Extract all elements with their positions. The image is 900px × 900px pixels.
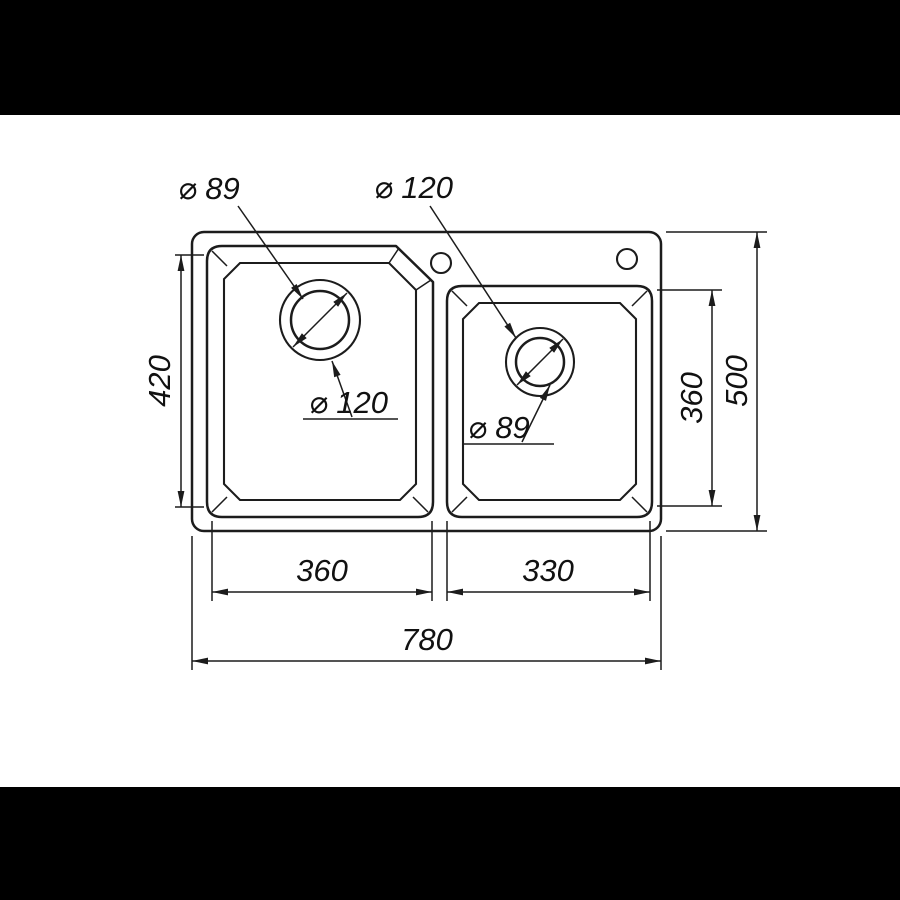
dimension-overall-width: 780 — [191, 536, 662, 670]
callout-dia89-left-label: ⌀ 89 — [178, 171, 240, 206]
callout-dia89-right-bowl-label: ⌀ 89 — [468, 410, 530, 445]
callout-dia89-left: ⌀ 89 — [178, 171, 304, 300]
faucet-hole-right — [615, 247, 639, 271]
letterbox-bottom — [0, 787, 900, 900]
right-drain — [504, 326, 576, 398]
callout-dia120-left-bowl: ⌀ 120 — [303, 360, 398, 420]
right-bowl — [445, 284, 654, 519]
dimension-overall-width-label: 780 — [401, 622, 453, 657]
faucet-holes — [429, 247, 639, 275]
dimension-left-bowl-width-label: 360 — [296, 553, 348, 588]
dimension-right-bowl-depth-label: 360 — [674, 372, 709, 424]
left-drain — [278, 278, 362, 362]
dimension-left-bowl-depth-label: 420 — [142, 355, 177, 407]
letterbox-top — [0, 0, 900, 115]
drawing-canvas — [0, 115, 900, 787]
callout-dia120-top-label: ⌀ 120 — [374, 170, 453, 205]
left-bowl — [205, 244, 435, 519]
callout-dia120-left-bowl-label: ⌀ 120 — [309, 385, 388, 420]
dimension-left-bowl-depth: 420 — [142, 254, 204, 508]
callout-dia89-right-bowl: ⌀ 89 — [464, 384, 554, 445]
callout-dia120-top: ⌀ 120 — [374, 170, 517, 339]
dimension-right-bowl-width: 330 — [446, 521, 651, 601]
faucet-hole-left — [429, 251, 453, 275]
dimension-overall-depth: 500 — [666, 231, 767, 532]
dimension-left-bowl-width: 360 — [211, 521, 433, 601]
dimension-right-bowl-width-label: 330 — [522, 553, 574, 588]
dimension-overall-depth-label: 500 — [719, 355, 754, 407]
dimension-right-bowl-depth: 360 — [657, 289, 722, 507]
sink-outline — [190, 230, 663, 533]
